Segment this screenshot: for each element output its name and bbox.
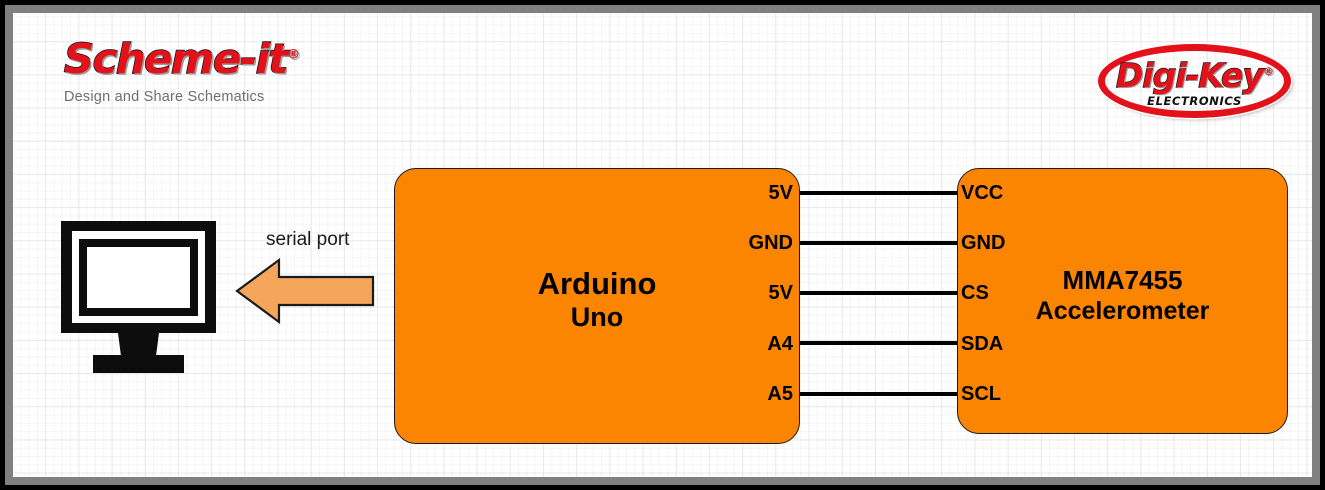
schemeit-logo: Scheme-it® Design and Share Schematics (63, 38, 300, 119)
schemeit-wordmark-text: Scheme-it® (63, 38, 300, 81)
pin-label-mma7455-4: SCL (961, 383, 1001, 405)
arduino-block-model: Uno (570, 302, 624, 332)
digikey-wordmark-label: Digi-Key (1115, 56, 1264, 95)
schematic-canvas: Scheme-it® Design and Share Schematics D… (13, 13, 1312, 477)
pin-label-arduino-0: 5V (768, 182, 793, 204)
pin-label-mma7455-2: CS (961, 282, 989, 304)
serial-port-label: serial port (266, 229, 350, 250)
digikey-subtitle: ELECTRONICS (1147, 94, 1242, 108)
block-arduino-uno[interactable]: Arduino Uno (394, 168, 800, 444)
digikey-ellipse-icon (1098, 44, 1291, 118)
digikey-registered-icon: ® (1263, 65, 1274, 78)
pin-label-arduino-4: A5 (767, 383, 793, 405)
wire-a4-sda (800, 341, 957, 345)
pin-label-arduino-1: GND (748, 232, 793, 254)
schemeit-tagline: Design and Share Schematics (64, 89, 265, 105)
schemeit-wordmark-label: Scheme-it (63, 35, 289, 83)
arduino-block-title: Arduino (537, 266, 657, 301)
computer-monitor-icon (61, 221, 221, 373)
pin-label-arduino-2: 5V (768, 282, 793, 304)
wire-gnd-gnd (800, 241, 957, 245)
pin-label-mma7455-3: SDA (961, 333, 1004, 355)
digikey-wordmark-text: Digi-Key® (1098, 56, 1291, 95)
digikey-logo: Digi-Key® ELECTRONICS (1098, 44, 1291, 118)
mma7455-block-model: Accelerometer (1035, 297, 1210, 325)
schemeit-registered-icon: ® (286, 47, 300, 63)
wire-5v-cs (800, 291, 957, 295)
mma7455-block-title: MMA7455 (1062, 265, 1183, 295)
wire-5v-vcc (800, 191, 957, 195)
pin-label-mma7455-0: VCC (961, 182, 1004, 204)
pin-label-arduino-3: A4 (767, 333, 793, 355)
block-mma7455-accelerometer[interactable]: MMA7455 Accelerometer (957, 168, 1288, 434)
pin-label-mma7455-1: GND (961, 232, 1006, 254)
serial-port-arrow-icon (235, 256, 375, 326)
wire-a5-scl (800, 392, 957, 396)
